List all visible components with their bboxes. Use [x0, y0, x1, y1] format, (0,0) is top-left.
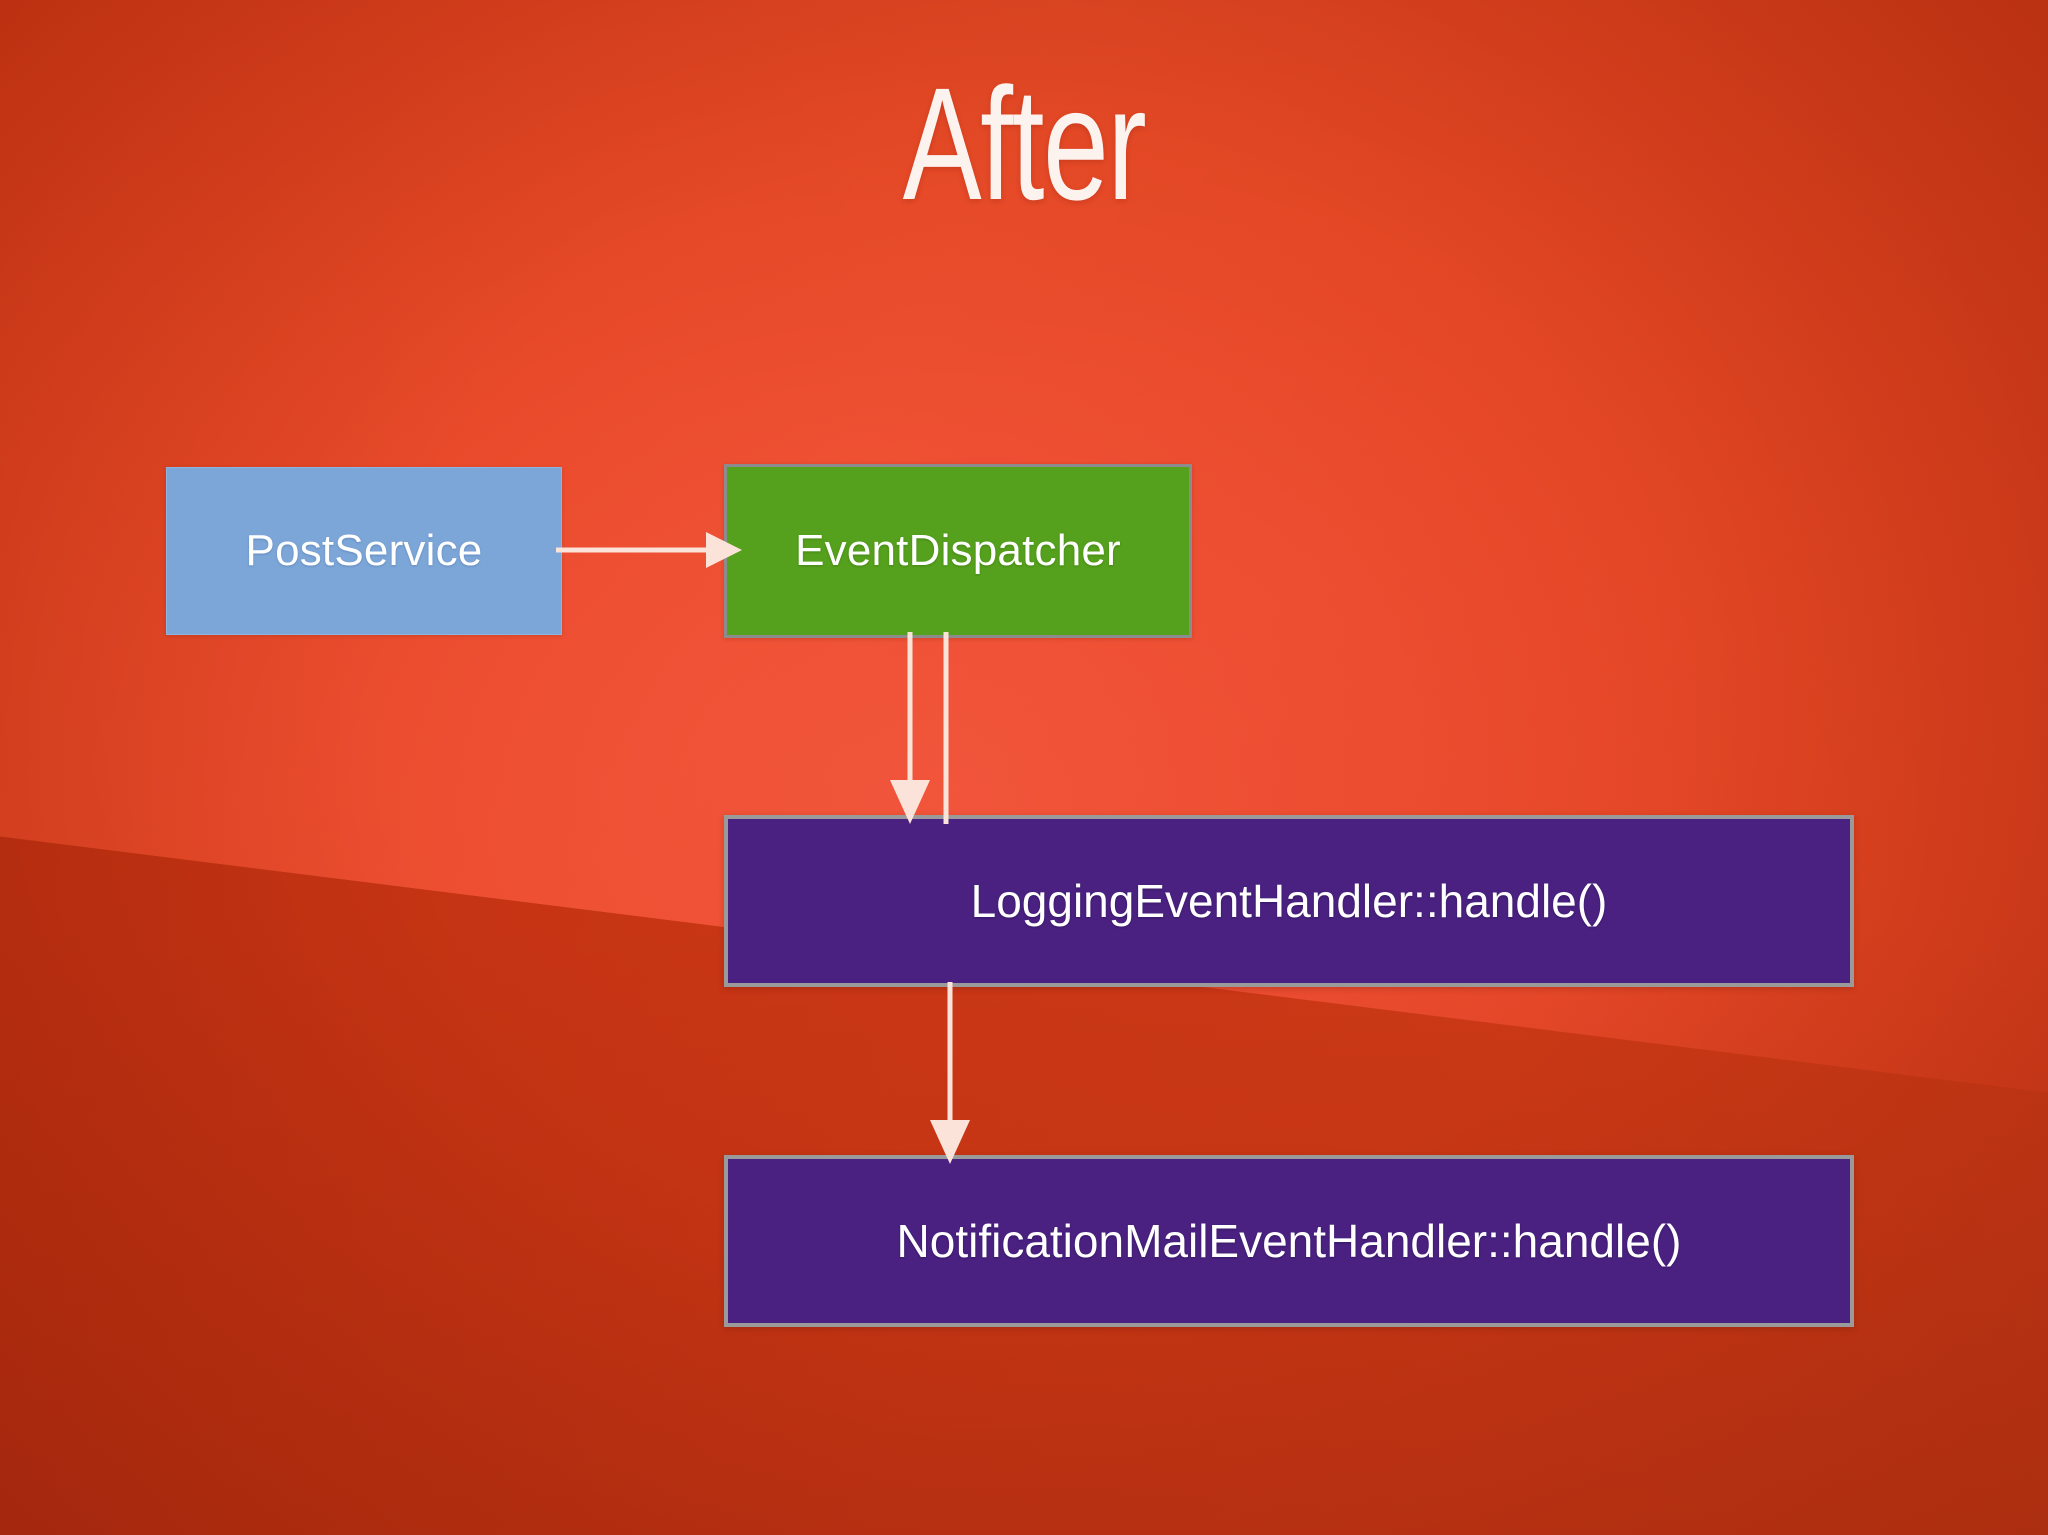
slide-title: After — [902, 54, 1147, 233]
node-post-service[interactable]: PostService — [166, 467, 562, 635]
node-event-dispatcher-label: EventDispatcher — [795, 526, 1121, 575]
node-notification-mail-event-handler[interactable]: NotificationMailEventHandler::handle() — [724, 1155, 1854, 1327]
node-notification-mail-event-handler-label: NotificationMailEventHandler::handle() — [896, 1215, 1682, 1267]
node-event-dispatcher[interactable]: EventDispatcher — [724, 464, 1192, 638]
node-logging-event-handler[interactable]: LoggingEventHandler::handle() — [724, 815, 1854, 987]
node-post-service-label: PostService — [245, 526, 483, 575]
node-logging-event-handler-label: LoggingEventHandler::handle() — [970, 875, 1608, 927]
